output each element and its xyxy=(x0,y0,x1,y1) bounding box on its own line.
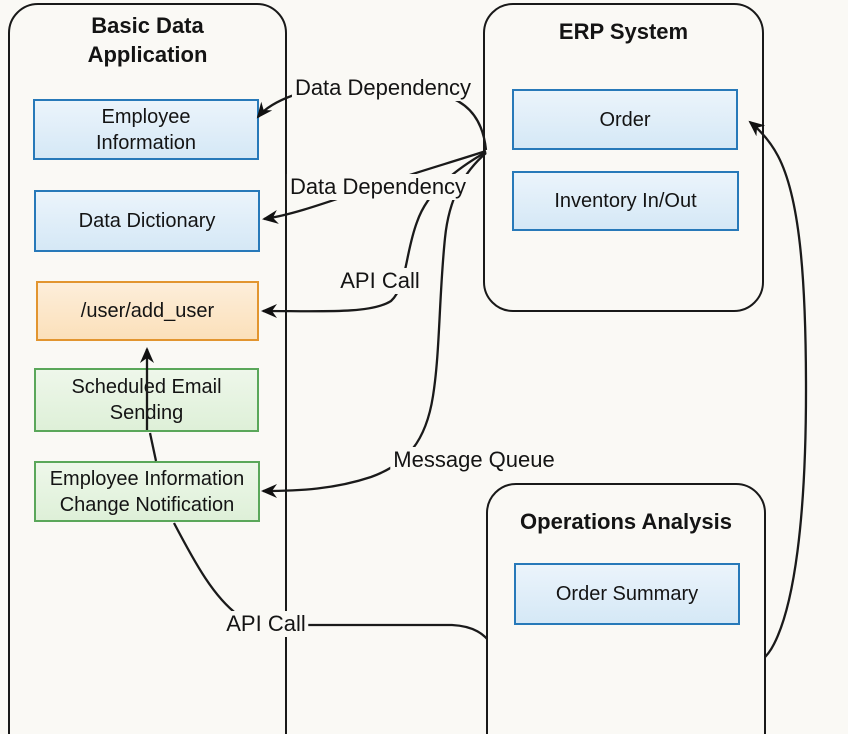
node-employee-information: Employee Information xyxy=(33,99,259,160)
edge-erp-to-employee-change xyxy=(261,152,487,498)
container-erp-system: ERP System xyxy=(483,3,764,312)
node-inventory-in-out: Inventory In/Out xyxy=(512,171,739,231)
basic-data-application-title: Basic Data Application xyxy=(87,13,208,68)
container-operations-analysis: Operations Analysis Order Summary xyxy=(486,483,766,734)
edge-label-data-dependency-1: Data Dependency xyxy=(291,75,475,101)
node-scheduled-email-sending: Scheduled Email Sending xyxy=(34,368,259,432)
edge-label-data-dependency-2: Data Dependency xyxy=(286,174,470,200)
node-order-summary: Order Summary xyxy=(514,563,740,625)
node-data-dictionary: Data Dictionary xyxy=(34,190,260,252)
node-employee-information-change-notification: Employee Information Change Notification xyxy=(34,461,260,522)
edge-label-api-call-1: API Call xyxy=(337,268,423,294)
operations-analysis-title: Operations Analysis xyxy=(520,509,732,534)
node-order: Order xyxy=(512,89,738,150)
erp-system-title: ERP System xyxy=(558,19,689,44)
edge-label-api-call-2: API Call xyxy=(223,611,309,637)
node-user-add-user: /user/add_user xyxy=(36,281,259,341)
edge-label-message-queue: Message Queue xyxy=(390,447,558,473)
